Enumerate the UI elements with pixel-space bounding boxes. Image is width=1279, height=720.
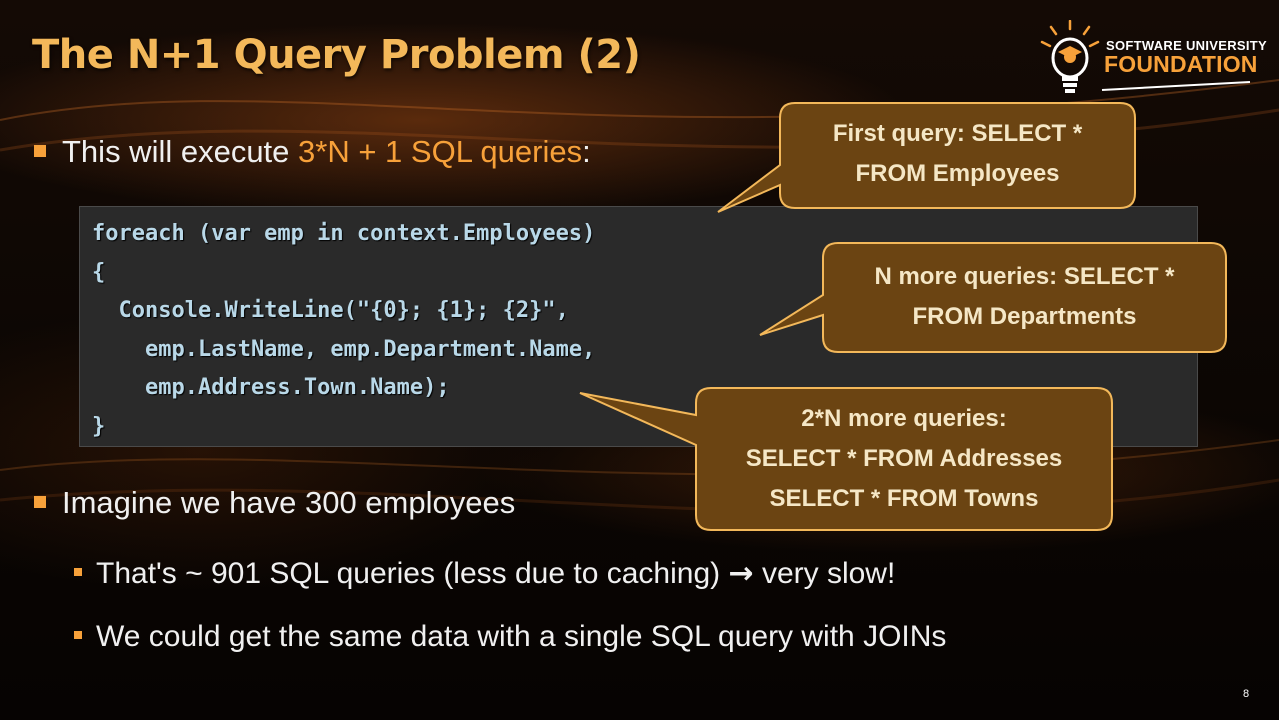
code-line: emp.LastName, emp.Department.Name, bbox=[92, 336, 596, 362]
callout-line: First query: SELECT * bbox=[832, 120, 1083, 147]
callout-first-query-text: First query: SELECT * FROM Employees bbox=[780, 114, 1135, 194]
code-line: foreach (var emp in context.Employees) bbox=[92, 221, 596, 246]
callout-first-query bbox=[717, 102, 1136, 213]
bullet-text-end: : bbox=[582, 134, 591, 169]
page-number: 8 bbox=[1243, 688, 1250, 700]
logo-text-bottom: FOUNDATION bbox=[1104, 51, 1258, 77]
callout-line: FROM Employees bbox=[855, 160, 1060, 187]
lightbulb-graduate-icon bbox=[1040, 20, 1100, 93]
callout-line: SELECT * FROM Towns bbox=[769, 485, 1039, 512]
bullet-square-icon bbox=[34, 495, 46, 508]
sub-bullet-joins: We could get the same data with a single… bbox=[74, 620, 946, 654]
sub-bullet-901-queries: That's ~ 901 SQL queries (less due to ca… bbox=[74, 556, 895, 591]
bullet-highlight: 3*N + 1 SQL queries bbox=[298, 134, 583, 169]
sub-bullet-text: That's ~ 901 SQL queries (less due to ca… bbox=[96, 557, 729, 590]
callout-line: 2*N more queries: bbox=[801, 405, 1007, 432]
right-arrow-icon: → bbox=[728, 556, 754, 591]
sub-bullet-text-end: very slow! bbox=[753, 557, 896, 590]
callout-departments bbox=[759, 242, 1227, 353]
slide-title: The N+1 Query Problem (2) bbox=[32, 32, 641, 78]
callout-line: N more queries: SELECT * bbox=[874, 263, 1175, 290]
bullet-text: This will execute bbox=[62, 134, 299, 169]
sub-bullet-square-icon bbox=[74, 568, 82, 577]
bullet-square-icon bbox=[34, 144, 46, 157]
logo-underline bbox=[1101, 81, 1251, 91]
code-line: Console.WriteLine("{0}; {1}; {2}", bbox=[92, 298, 569, 323]
callout-line: SELECT * FROM Addresses bbox=[745, 445, 1063, 472]
callout-departments-text: N more queries: SELECT * FROM Department… bbox=[823, 257, 1226, 337]
bullet-text: Imagine we have 300 employees bbox=[62, 485, 516, 520]
bullet-queries: This will execute 3*N + 1 SQL queries: bbox=[34, 134, 591, 170]
code-line: { bbox=[92, 259, 106, 285]
bullet-employees: Imagine we have 300 employees bbox=[34, 485, 515, 521]
sub-bullet-square-icon bbox=[74, 631, 82, 640]
callout-line: FROM Departments bbox=[912, 303, 1137, 330]
callout-addresses-towns-text: 2*N more queries: SELECT * FROM Addresse… bbox=[696, 399, 1112, 519]
callout-addresses-towns bbox=[579, 387, 1113, 531]
code-line: } bbox=[92, 413, 106, 439]
softuni-logo: SOFTWARE UNIVERSITY FOUNDATION bbox=[1040, 20, 1267, 100]
code-line: emp.Address.Town.Name); bbox=[92, 375, 450, 400]
logo-text-top: SOFTWARE UNIVERSITY bbox=[1106, 38, 1267, 53]
sub-bullet-text: We could get the same data with a single… bbox=[96, 620, 947, 653]
